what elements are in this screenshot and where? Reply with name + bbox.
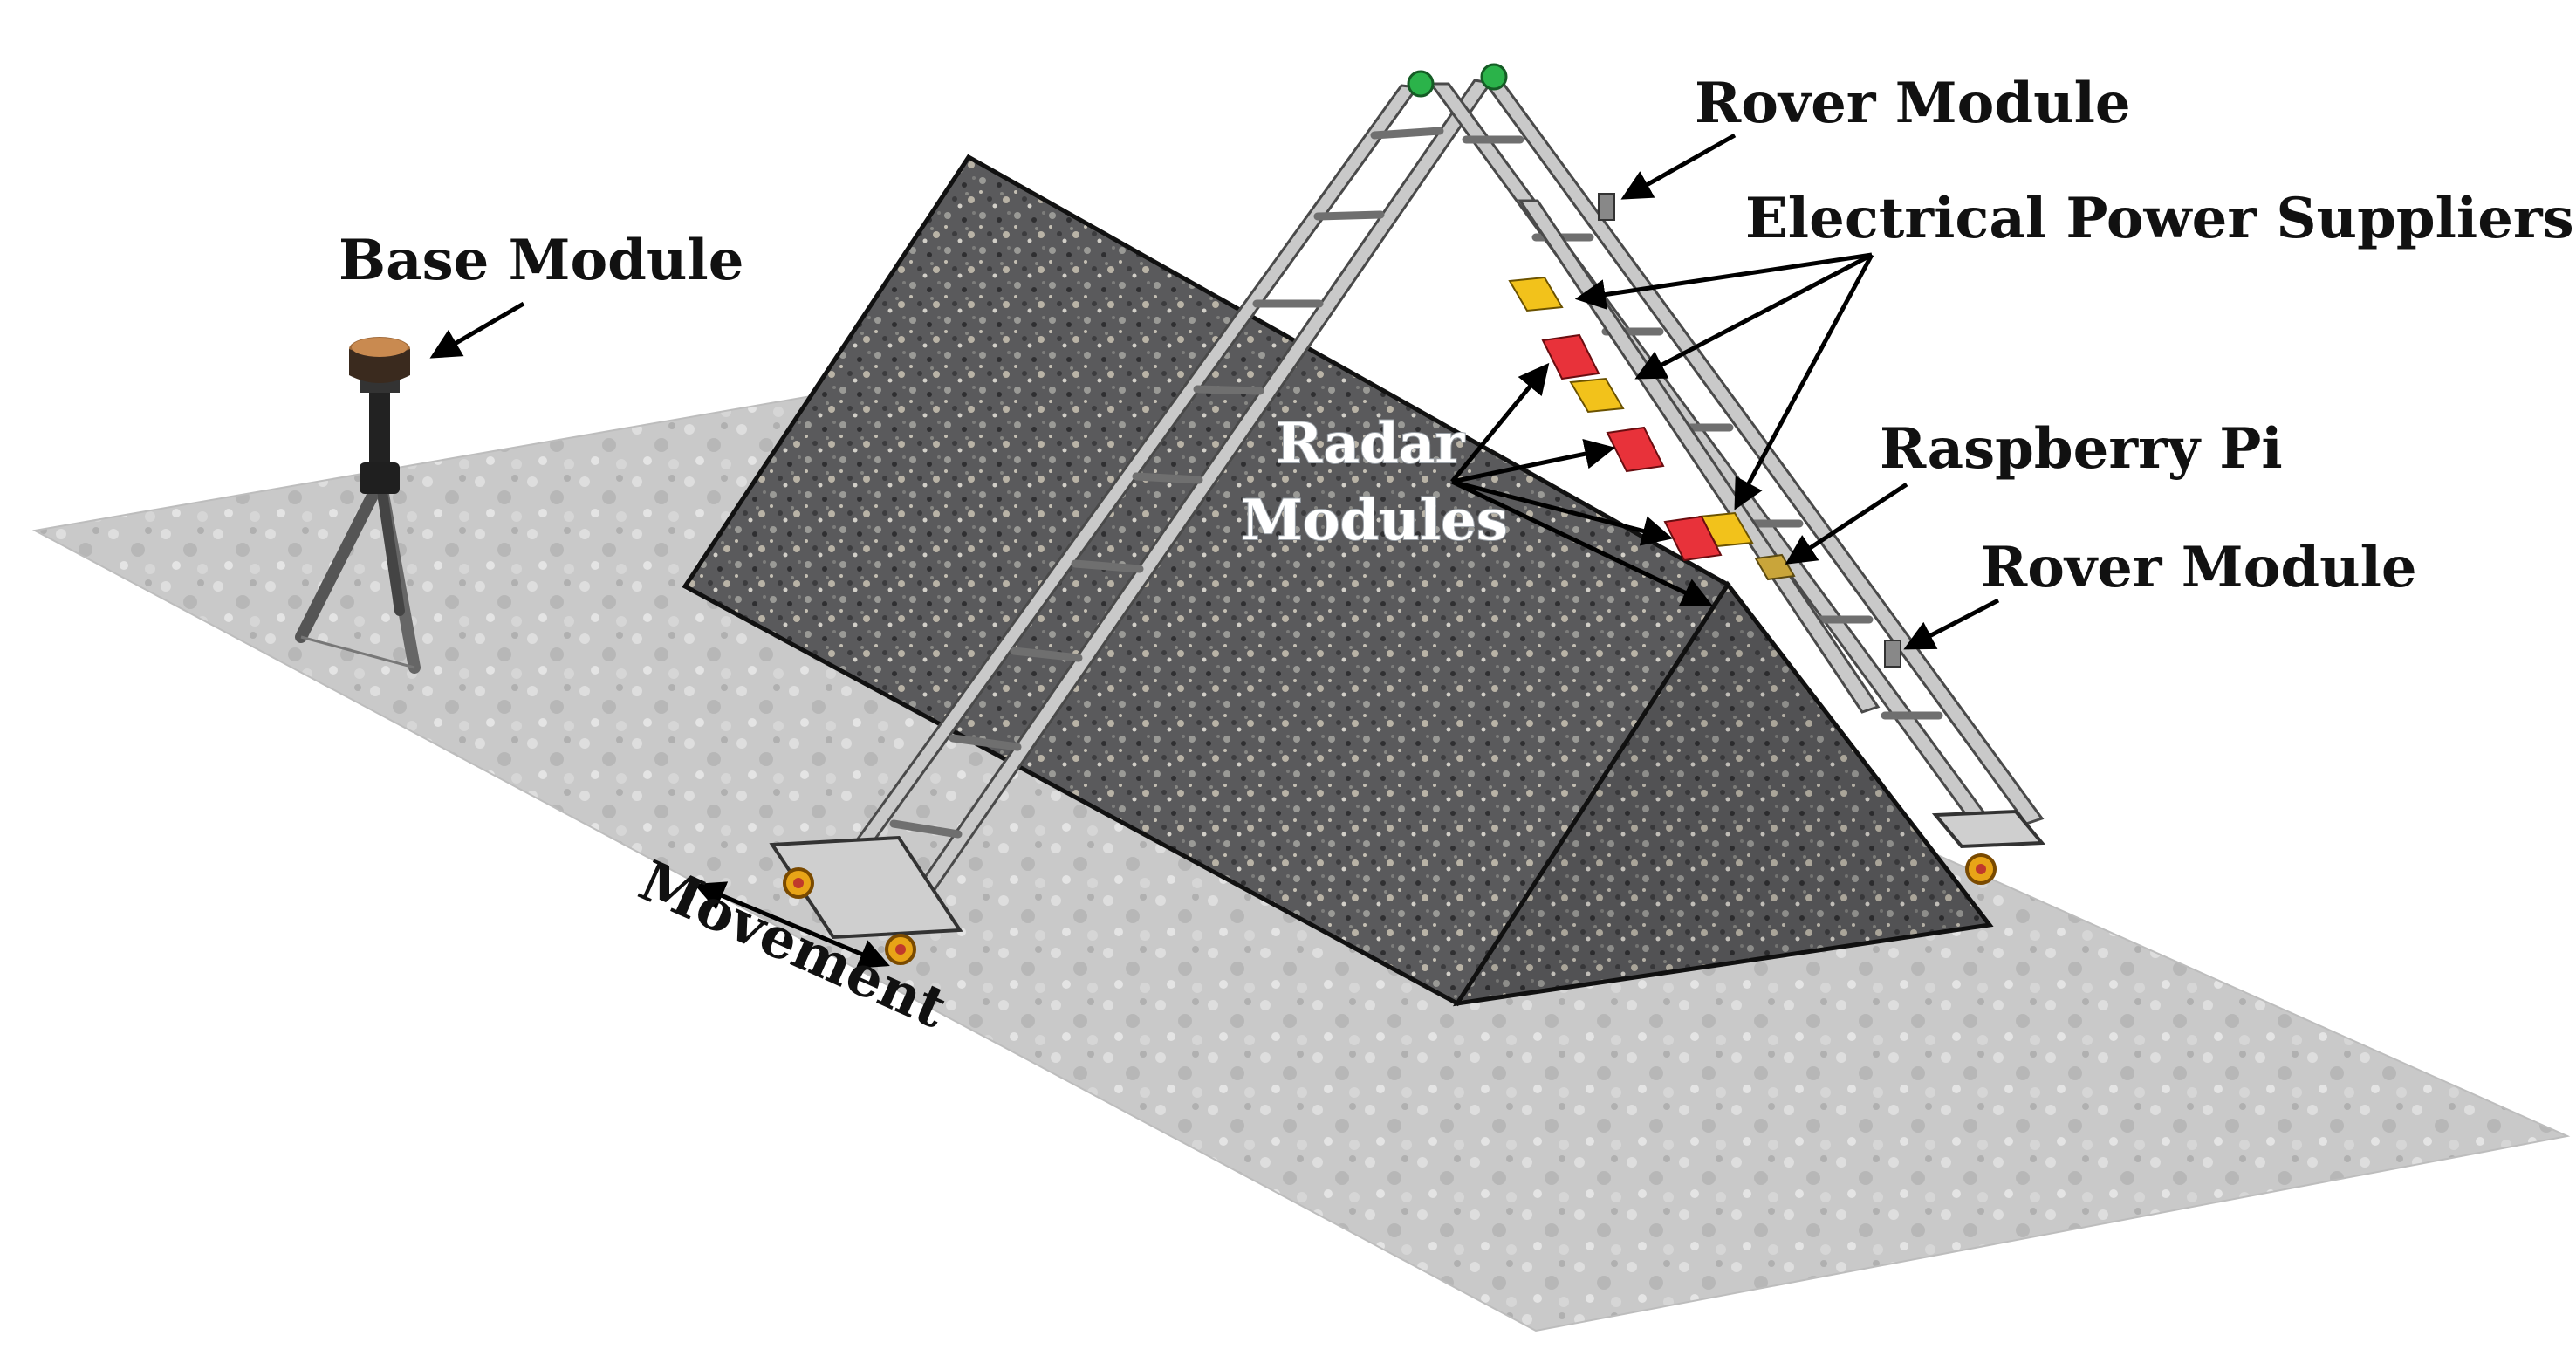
wheel-icon	[783, 867, 814, 899]
raspberry-pi-arrow	[1785, 482, 1908, 565]
antenna-cap-icon	[1480, 63, 1508, 91]
base-module-label: Base Module	[339, 228, 743, 293]
wheel-icon	[1965, 853, 1997, 885]
radar-arrow-4	[1450, 479, 1713, 607]
radar-arrow-3	[1451, 479, 1674, 546]
movement-arrow	[694, 881, 890, 969]
power-supplier-arrow-1	[1574, 252, 1873, 310]
tripod-base-module-icon	[295, 337, 421, 674]
power-supplier-arrow-2	[1634, 252, 1874, 380]
ladder-frame-icon	[769, 63, 2046, 965]
raspberry-pi-label: Raspberry Pi	[1880, 416, 2283, 482]
rover-module-bottom-arrow	[1903, 598, 2000, 650]
gravel-pile-end	[1452, 580, 1994, 1007]
radar-arrow-2	[1451, 438, 1616, 484]
rover-module-top-label: Rover Module	[1695, 71, 2131, 136]
radar-modules-label-line2: Modules	[1241, 488, 1508, 553]
power-supplier-arrow-3	[1734, 253, 1874, 510]
base-module-arrow	[429, 301, 525, 359]
radar-arrow-1	[1450, 362, 1550, 483]
rover-module-bottom-label: Rover Module	[1981, 535, 2417, 600]
rover-module-top-arrow	[1620, 133, 1737, 200]
radar-modules-label-line1: Radar	[1276, 411, 1465, 476]
electrical-power-suppliers-label: Electrical Power Suppliers	[1745, 186, 2574, 251]
antenna-cap-icon	[1407, 70, 1435, 98]
